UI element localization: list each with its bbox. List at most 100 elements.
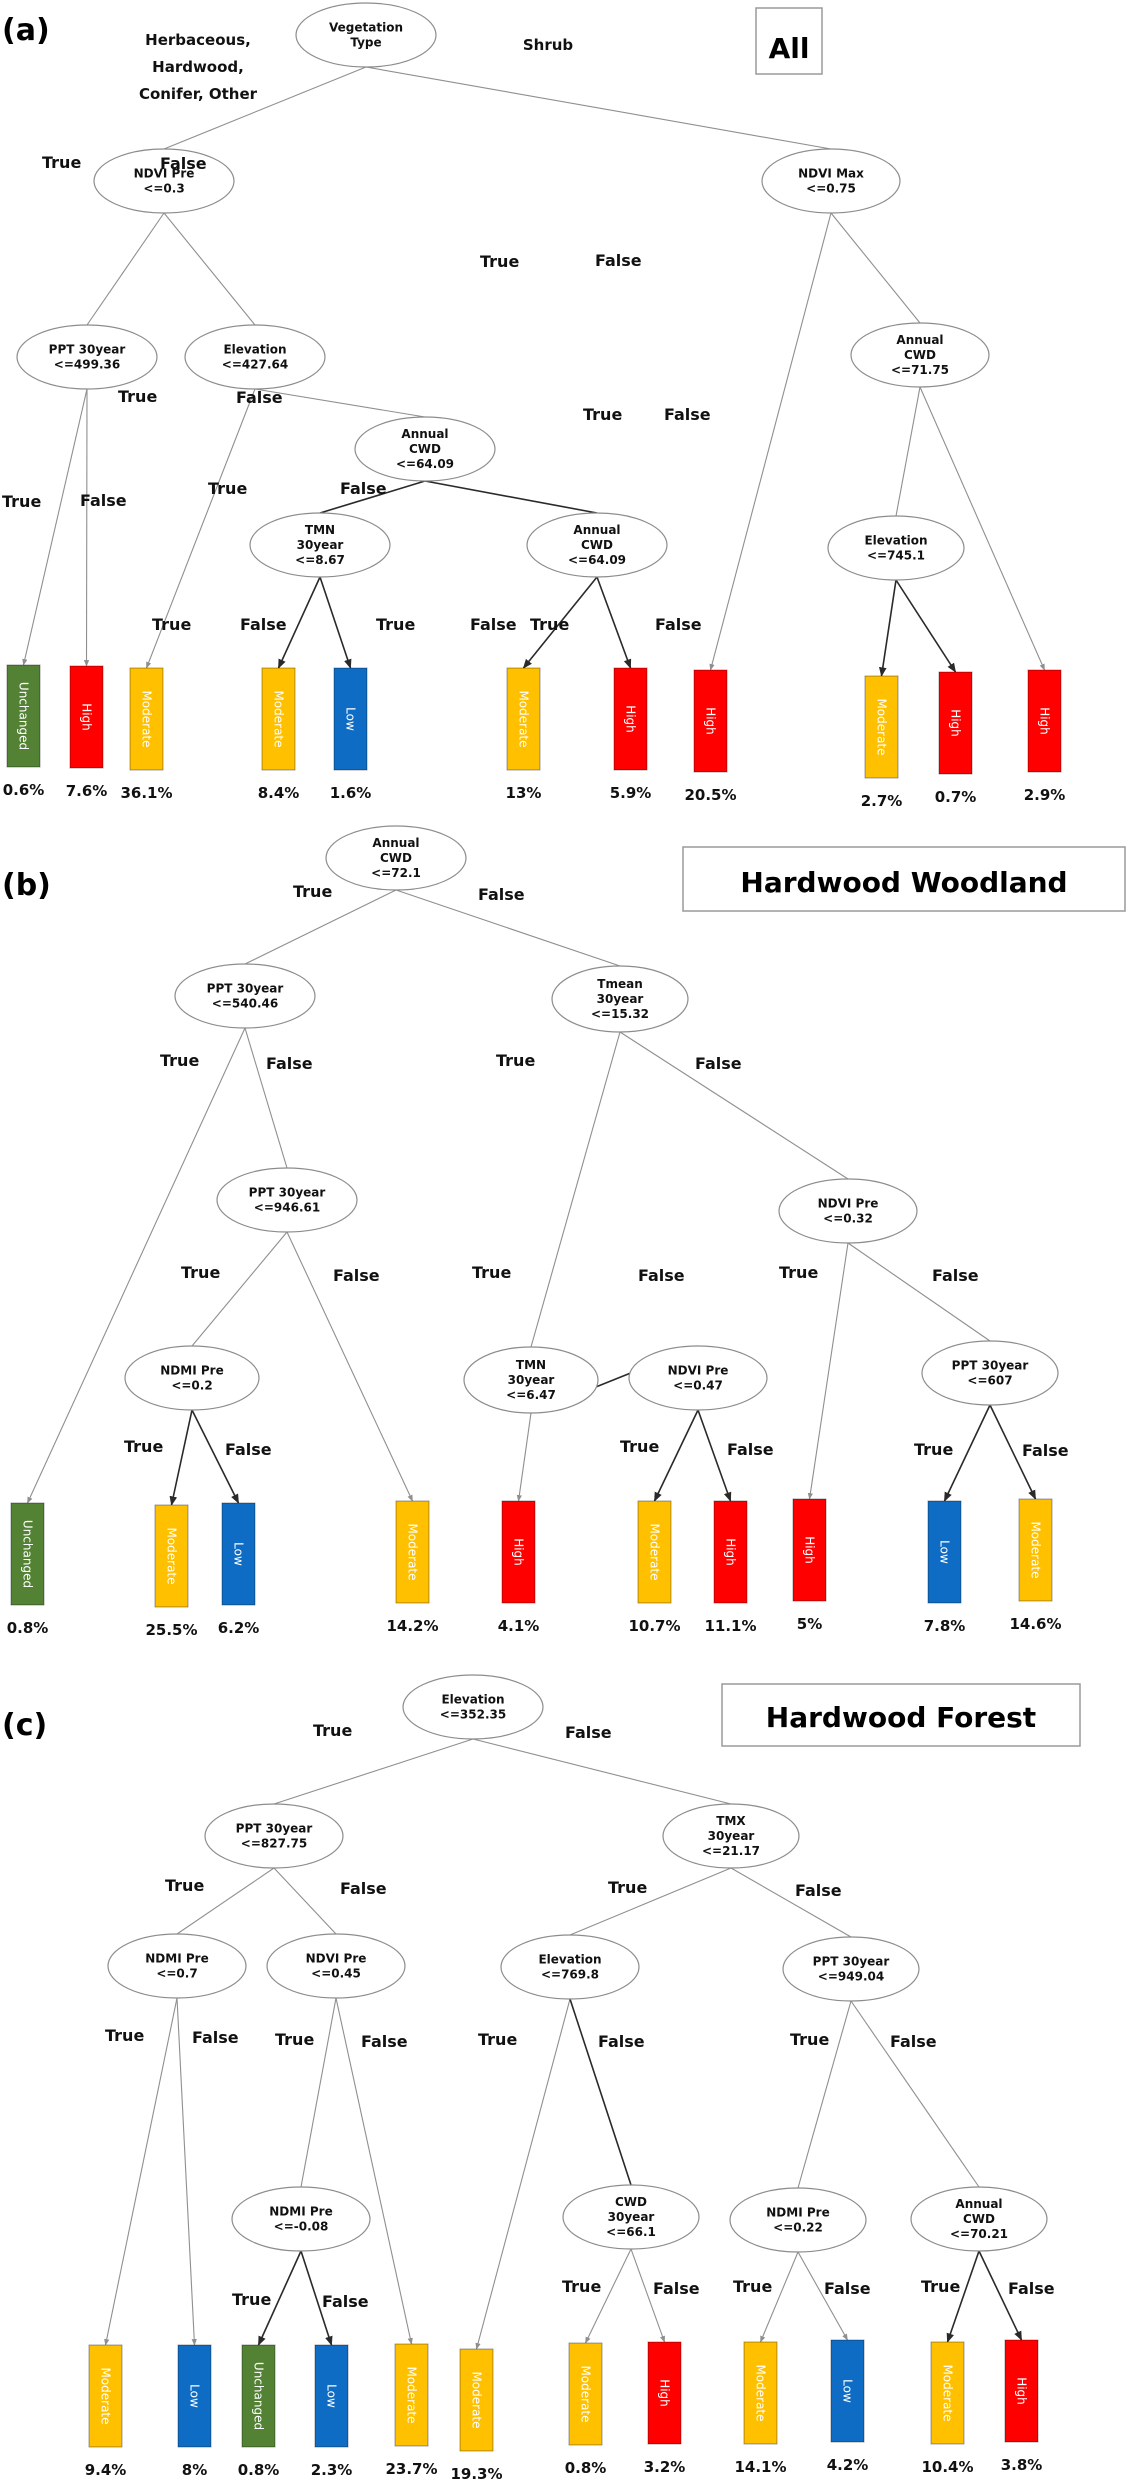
leaf-class-label: Moderate bbox=[99, 2367, 113, 2424]
panel-title: Hardwood Woodland bbox=[740, 866, 1067, 899]
leaf-percent: 7.8% bbox=[924, 1617, 966, 1635]
branch-label-true: True bbox=[124, 1437, 163, 1456]
edge-b_n7-b_l6 bbox=[653, 1409, 699, 1502]
decision-node-text: <=0.22 bbox=[773, 2221, 823, 2235]
leaf-class-label: Moderate bbox=[165, 1527, 179, 1584]
branch-label-false: False bbox=[240, 615, 287, 634]
decision-node-text: <=21.17 bbox=[702, 1844, 760, 1858]
panel-label: (c) bbox=[2, 1708, 47, 1743]
branch-label-true: True bbox=[152, 615, 191, 634]
leaf-percent: 0.8% bbox=[7, 1619, 49, 1637]
edge-b_n2-b_n5 bbox=[530, 1031, 621, 1348]
leaf-class-label: Moderate bbox=[140, 690, 154, 747]
decision-node-shape bbox=[16, 324, 158, 390]
edge-c_n7-c_l7 bbox=[585, 2248, 632, 2344]
leaf-percent: 5.9% bbox=[610, 784, 652, 802]
decision-node-shape bbox=[354, 416, 496, 482]
decision-node-text: CWD bbox=[615, 2195, 647, 2209]
decision-node-text: <=72.1 bbox=[371, 866, 421, 880]
branch-label-true: True bbox=[293, 882, 332, 901]
branch-label-true: True bbox=[275, 2030, 314, 2049]
decision-node-shape bbox=[402, 1674, 544, 1740]
edge-a_n8-a_n9 bbox=[895, 386, 921, 517]
panel-title-box bbox=[682, 846, 1126, 912]
decision-node-text: TMN bbox=[305, 523, 335, 537]
leaf-percent: 8.4% bbox=[258, 784, 300, 802]
decision-node: NDVI Pre<=0.3 bbox=[93, 148, 235, 214]
decision-node: PPT 30year<=827.75 bbox=[204, 1803, 344, 1869]
leaf-class-label: Moderate bbox=[941, 2364, 955, 2421]
decision-node-text: <=-0.08 bbox=[274, 2220, 329, 2234]
edge-b_root-b_n1 bbox=[244, 889, 397, 965]
branch-label-true: True bbox=[165, 1876, 204, 1895]
decision-node-text: NDMI Pre bbox=[766, 2206, 829, 2220]
branch-label-true: True bbox=[105, 2026, 144, 2045]
decision-node: NDVI Pre<=0.32 bbox=[778, 1178, 918, 1244]
leaf-box bbox=[177, 2344, 212, 2448]
leaf-class-label: Low bbox=[325, 2384, 339, 2408]
decision-node-text: PPT 30year bbox=[952, 1359, 1029, 1373]
leaf-box bbox=[501, 1500, 536, 1604]
decision-node-text: NDVI Max bbox=[798, 167, 864, 181]
decision-node: PPT 30year<=499.36 bbox=[16, 324, 158, 390]
decision-node-text: <=0.3 bbox=[143, 182, 184, 196]
leaf-percent: 3.2% bbox=[644, 2458, 686, 2476]
decision-node-text: <=827.75 bbox=[241, 1837, 307, 1851]
decision-node-shape bbox=[231, 2186, 371, 2252]
decision-node-text: CWD bbox=[963, 2212, 995, 2226]
leaf-percent: 0.8% bbox=[565, 2459, 607, 2477]
decision-node-shape bbox=[295, 2, 437, 68]
leaf-class-label: Low bbox=[232, 1542, 246, 1566]
decision-node-shape bbox=[124, 1345, 260, 1411]
leaf-class-label: Moderate bbox=[272, 690, 286, 747]
edge-a_n1-a_n3 bbox=[86, 212, 165, 326]
edge-c_n6-c_n7 bbox=[569, 1998, 632, 2186]
decision-node-text: PPT 30year bbox=[813, 1955, 890, 1969]
branch-label-true: True bbox=[232, 2290, 271, 2309]
decision-node-shape bbox=[910, 2186, 1048, 2252]
decision-node-text: <=499.36 bbox=[54, 358, 120, 372]
decision-node: PPT 30year<=949.04 bbox=[782, 1936, 920, 2002]
decision-node: NDMI Pre<=0.2 bbox=[124, 1345, 260, 1411]
leaf-class-label: Low bbox=[841, 2379, 855, 2403]
leaf-box bbox=[394, 2343, 429, 2447]
decision-node: NDVI Pre<=0.45 bbox=[266, 1933, 406, 1999]
leaf-percent: 6.2% bbox=[218, 1619, 260, 1637]
decision-node-text: NDVI Pre bbox=[818, 1197, 879, 1211]
edge-a_n2-a_l8 bbox=[709, 212, 832, 671]
decision-node-text: 30year bbox=[597, 992, 644, 1006]
branch-label-false: False bbox=[655, 615, 702, 634]
decision-node-shape bbox=[93, 148, 235, 214]
edge-c_n4-c_n5 bbox=[300, 1997, 337, 2188]
decision-node-text: <=949.04 bbox=[818, 1970, 884, 1984]
leaf-box bbox=[938, 671, 973, 775]
leaf-box bbox=[69, 665, 104, 769]
leaf-box bbox=[792, 1498, 827, 1602]
decision-node-text: <=71.75 bbox=[891, 363, 949, 377]
leaf-class-label: Moderate bbox=[754, 2364, 768, 2421]
decision-node-shape bbox=[107, 1933, 247, 1999]
branch-label-true: True bbox=[478, 2030, 517, 2049]
leaf-percent: 14.2% bbox=[386, 1617, 438, 1635]
branch-label-false: False bbox=[795, 1881, 842, 1900]
decision-node-text: <=0.2 bbox=[171, 1379, 212, 1393]
edge-c_n3-c_l2 bbox=[176, 1997, 197, 2346]
decision-node-text: <=64.09 bbox=[396, 457, 454, 471]
decision-node-text: <=66.1 bbox=[606, 2225, 656, 2239]
panel-title-box bbox=[755, 7, 823, 75]
leaf-box bbox=[743, 2341, 778, 2445]
decision-node: PPT 30year<=607 bbox=[921, 1340, 1059, 1406]
decision-node-text: <=0.45 bbox=[311, 1967, 361, 1981]
edge-a_n6-a_l4 bbox=[277, 576, 321, 669]
